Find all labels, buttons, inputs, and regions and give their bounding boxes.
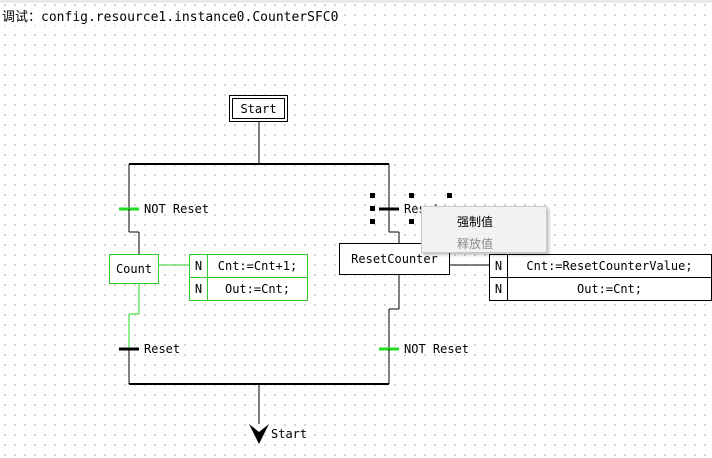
action-qualifier: N xyxy=(489,254,508,278)
menu-item-force-value[interactable]: 强制值 xyxy=(457,215,494,229)
action-qualifier: N xyxy=(489,277,508,301)
step-count[interactable]: Count xyxy=(109,254,159,284)
debug-prefix: 调试： xyxy=(2,10,42,25)
menu-item-release-value[interactable]: 释放值 xyxy=(457,237,494,251)
action-statement: Out:=Cnt; xyxy=(507,277,712,301)
action-statement: Out:=Cnt; xyxy=(207,277,308,301)
action-qualifier: N xyxy=(189,277,208,301)
transition-label-not-reset-left: NOT Reset xyxy=(144,202,210,216)
selection-handle[interactable] xyxy=(447,193,452,198)
transition-label-not-reset-right: NOT Reset xyxy=(404,342,470,356)
transition-label-reset-left: Reset xyxy=(144,342,181,356)
debug-path: config.resource1.instance0.CounterSFC0 xyxy=(41,10,339,25)
jump-arrow-icon[interactable] xyxy=(249,424,269,444)
selection-handle[interactable] xyxy=(370,206,375,211)
action-statement: Cnt:=ResetCounterValue; xyxy=(507,254,712,278)
jump-target-label: Start xyxy=(271,427,308,441)
initial-step-start[interactable]: Start xyxy=(229,95,288,122)
action-row[interactable]: N Cnt:=Cnt+1; xyxy=(189,254,308,278)
action-row[interactable]: N Out:=Cnt; xyxy=(489,277,712,301)
reset-counter-action-block[interactable]: N Cnt:=ResetCounterValue; N Out:=Cnt; xyxy=(489,254,712,301)
context-menu: 强制值 释放值 xyxy=(421,206,547,253)
top-bar xyxy=(0,0,712,3)
initial-step-label: Start xyxy=(232,98,285,119)
action-row[interactable]: N Out:=Cnt; xyxy=(189,277,308,301)
selection-handle[interactable] xyxy=(409,193,414,198)
action-qualifier: N xyxy=(189,254,208,278)
jump-arrow-notch xyxy=(249,424,269,432)
selection-handle[interactable] xyxy=(409,219,414,224)
action-statement: Cnt:=Cnt+1; xyxy=(207,254,308,278)
action-row[interactable]: N Cnt:=ResetCounterValue; xyxy=(489,254,712,278)
count-action-block[interactable]: N Cnt:=Cnt+1; N Out:=Cnt; xyxy=(189,254,308,301)
debug-title: 调试：config.resource1.instance0.CounterSFC… xyxy=(2,6,339,25)
selection-handle[interactable] xyxy=(370,219,375,224)
selection-handle[interactable] xyxy=(370,193,375,198)
